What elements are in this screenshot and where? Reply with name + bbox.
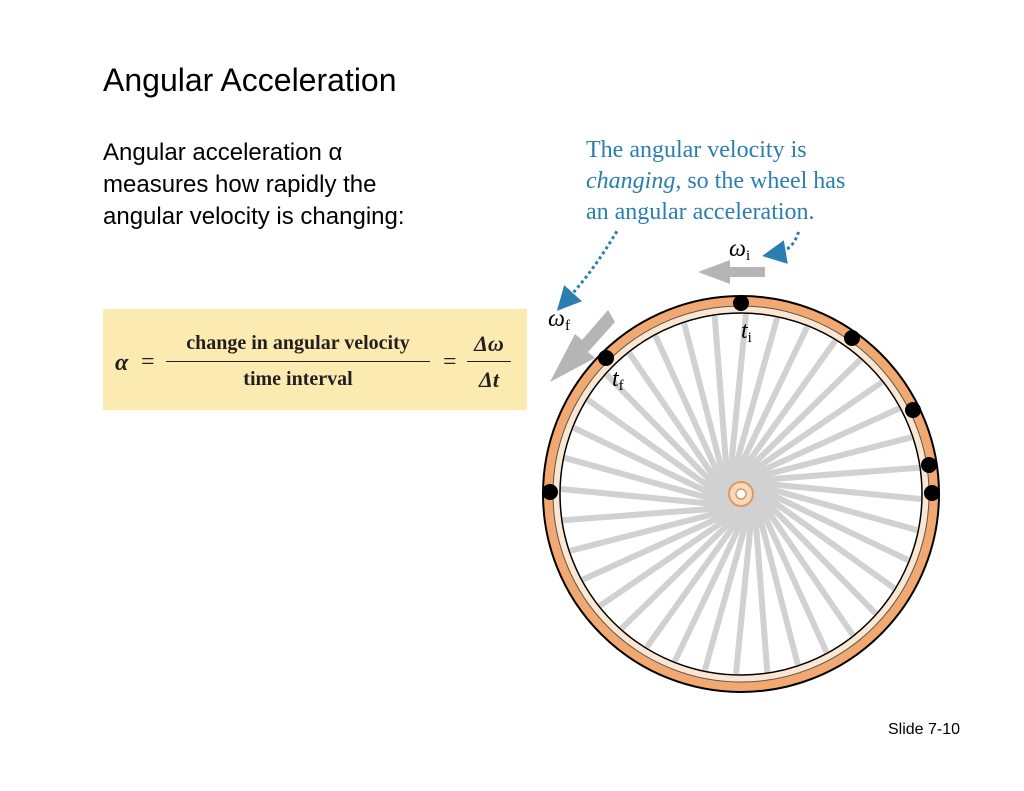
formula-fraction-bar-1 xyxy=(166,361,430,362)
rim-dot xyxy=(542,484,558,500)
wheel-spoke xyxy=(724,325,810,496)
wheel-spoke xyxy=(737,477,919,534)
wheel-spoke xyxy=(729,405,901,488)
label-subscript: i xyxy=(747,330,752,346)
wheel-spoke xyxy=(741,477,897,591)
wheel-spokes xyxy=(560,313,922,675)
wheel-spoke xyxy=(581,500,753,583)
omega-f-label: ωf xyxy=(548,306,570,335)
wheel-spoke xyxy=(739,477,910,563)
wheel-spoke xyxy=(563,454,745,511)
wheel-spoke xyxy=(725,357,863,492)
wheel-spoke xyxy=(745,480,856,637)
wheel-spoke xyxy=(724,316,781,498)
wheel-spoke xyxy=(731,434,913,487)
t-i-label: ti xyxy=(741,318,752,347)
t-f-label: tf xyxy=(612,366,624,395)
wheel-spoke xyxy=(724,338,838,494)
wheel-spoke xyxy=(652,334,735,506)
body-line-3: angular velocity is changing: xyxy=(103,203,405,230)
rim-dot xyxy=(924,485,940,501)
formula-fraction-bar-2 xyxy=(467,361,511,362)
body-line-2: measures how rapidly the xyxy=(103,171,377,198)
wheel-spoke xyxy=(572,425,743,511)
label-symbol: ω xyxy=(548,306,565,332)
omega-i-label: ωi xyxy=(729,236,750,265)
wheel-spoke xyxy=(560,485,747,511)
caption-text: an angular acceleration. xyxy=(586,199,815,225)
caption-line-2: changing, so the wheel has xyxy=(586,166,845,197)
label-symbol: ω xyxy=(729,236,746,262)
wheel-spoke xyxy=(750,486,771,673)
wheel-spoke xyxy=(701,490,758,672)
caption-text: , so the wheel has xyxy=(675,168,846,194)
wheel-spoke xyxy=(733,464,920,485)
caption-line-1: The angular velocity is xyxy=(586,135,845,166)
label-symbol: t xyxy=(612,366,619,392)
label-subscript: i xyxy=(745,248,751,264)
wheel-spoke xyxy=(562,503,749,524)
rim-dot xyxy=(921,457,937,473)
wheel-spoke xyxy=(748,484,801,666)
formula-alpha: α xyxy=(115,350,129,376)
formula-equals-2: = xyxy=(443,349,457,375)
caption-emphasis: changing xyxy=(586,168,676,194)
rim-dot xyxy=(733,295,749,311)
wheel-spoke xyxy=(626,351,737,508)
rim-dot xyxy=(598,350,614,366)
label-subscript: f xyxy=(618,378,624,394)
angular-acceleration-formula: α = change in angular velocity time inte… xyxy=(103,309,527,410)
wheel-spoke xyxy=(672,492,758,663)
formula-delta-omega: Δω xyxy=(474,331,504,356)
formula-box: α = change in angular velocity time inte… xyxy=(103,309,527,410)
body-line-1: Angular acceleration α xyxy=(103,139,343,166)
wheel-spoke xyxy=(604,372,739,510)
rim-dot xyxy=(844,330,860,346)
label-symbol: t xyxy=(741,318,748,344)
slide-title: Angular Acceleration xyxy=(103,62,397,98)
wheel-spoke xyxy=(735,477,922,503)
slide-number: Slide 7-10 xyxy=(888,721,961,738)
wheel-spoke xyxy=(619,496,757,631)
wheel-spoke xyxy=(743,478,878,616)
formula-delta-t: Δt xyxy=(479,367,499,392)
rim-dot xyxy=(905,402,921,418)
label-subscript: f xyxy=(564,318,570,334)
caption-text: The angular velocity is xyxy=(586,137,807,163)
wheel-spoke xyxy=(724,313,750,500)
wheel xyxy=(542,295,940,693)
wheel-spoke xyxy=(727,379,884,490)
rim-dots xyxy=(542,295,940,501)
callout-arrow-right xyxy=(762,230,801,264)
wheel-spoke xyxy=(598,498,755,609)
wheel-spoke xyxy=(747,482,830,654)
wheel-figure xyxy=(542,230,940,693)
body-text: Angular acceleration α measures how rapi… xyxy=(103,137,523,233)
formula-equals-1: = xyxy=(141,349,155,375)
omega-f-arrow xyxy=(550,310,615,382)
wheel-spoke xyxy=(569,501,751,554)
figure-caption: The angular velocity is changing, so the… xyxy=(586,135,845,228)
formula-numerator: change in angular velocity xyxy=(186,332,410,354)
callout-arrow-left xyxy=(556,230,620,311)
wheel-spoke xyxy=(644,494,758,650)
omega-i-arrow xyxy=(698,260,765,284)
wheel-spoke xyxy=(711,315,732,502)
wheel-spoke xyxy=(585,397,741,511)
formula-denominator: time interval xyxy=(243,368,353,390)
wheel-spoke xyxy=(681,322,734,504)
wheel-spoke xyxy=(732,488,758,675)
caption-line-3: an angular acceleration. xyxy=(586,197,845,228)
